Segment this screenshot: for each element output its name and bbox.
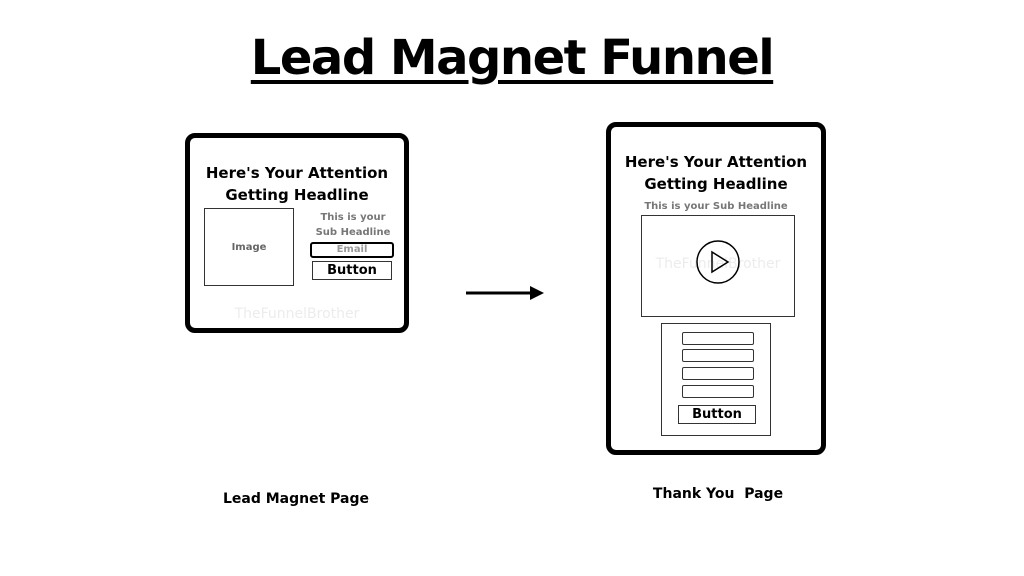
- thanks-subhead: This is your Sub Headline: [644, 201, 788, 212]
- play-icon[interactable]: [695, 239, 741, 285]
- form-field[interactable]: [682, 349, 754, 362]
- thank-you-caption: Thank You Page: [652, 486, 784, 502]
- lead-watermark: TheFunnelBrother: [234, 306, 360, 322]
- image-label: Image: [231, 241, 267, 253]
- thanks-submit-button[interactable]: Button: [678, 405, 756, 424]
- arrow-right-icon: [466, 286, 544, 300]
- form-field[interactable]: [682, 332, 754, 345]
- lead-subhead-line2: Sub Headline: [315, 227, 391, 238]
- thank-you-page-frame: Here's Your Attention Getting Headline T…: [606, 122, 826, 455]
- email-placeholder: Email: [336, 244, 368, 255]
- lead-headline-line2: Getting Headline: [225, 186, 369, 204]
- lead-magnet-page-frame: Here's Your Attention Getting Headline I…: [185, 133, 409, 333]
- lead-subhead: This is your Sub Headline: [308, 210, 398, 240]
- thanks-headline-line1: Here's Your Attention: [624, 153, 808, 171]
- lead-submit-button[interactable]: Button: [312, 261, 392, 280]
- video-placeholder[interactable]: TheFunnelBrother: [641, 215, 795, 317]
- lead-subhead-line1: This is your: [320, 212, 386, 223]
- page-title: Lead Magnet Funnel: [250, 30, 775, 86]
- image-placeholder: Image: [204, 208, 294, 286]
- thanks-headline: Here's Your Attention Getting Headline: [611, 151, 821, 195]
- email-field[interactable]: Email: [310, 242, 394, 258]
- video-watermark: TheFunnelBrother: [655, 256, 781, 272]
- lead-headline: Here's Your Attention Getting Headline: [190, 162, 404, 206]
- thanks-headline-line2: Getting Headline: [644, 175, 788, 193]
- lead-headline-line1: Here's Your Attention: [205, 164, 389, 182]
- lead-magnet-caption: Lead Magnet Page: [222, 491, 370, 507]
- optin-form: Button: [661, 323, 771, 436]
- form-field[interactable]: [682, 367, 754, 380]
- form-field[interactable]: [682, 385, 754, 398]
